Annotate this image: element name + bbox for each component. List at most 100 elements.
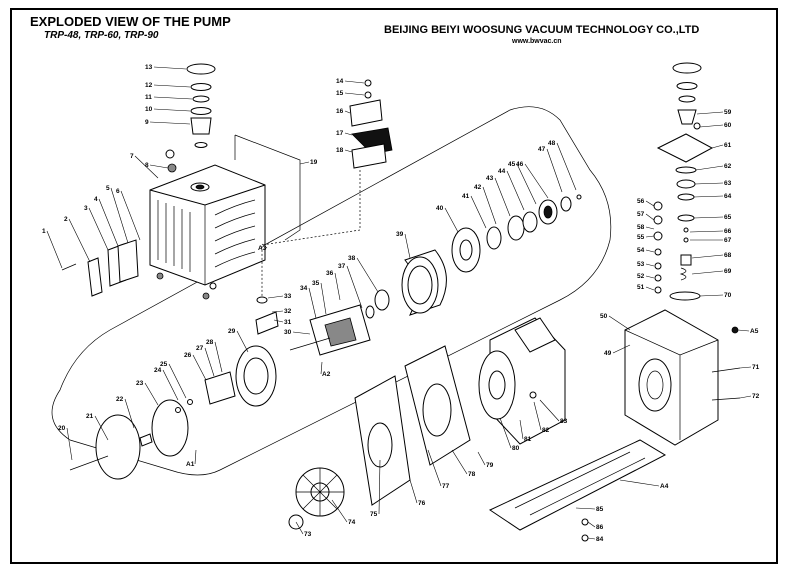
callout-label-28: 28 [206, 339, 214, 346]
callout-leader-30 [292, 331, 311, 335]
pump-casing-right [624, 309, 741, 446]
front-rotor-group [69, 345, 277, 480]
callout-label-16: 16 [336, 108, 344, 115]
callout-leader-33 [267, 295, 284, 299]
callout-label-68: 68 [724, 252, 732, 259]
callout-leader-60 [699, 124, 724, 128]
callout-label-29: 29 [228, 328, 236, 335]
callout-label-17: 17 [336, 130, 344, 137]
callout-leader-42 [482, 186, 497, 225]
callout-label-a5: A5 [750, 328, 759, 335]
callout-label-43: 43 [486, 175, 494, 182]
callout-leader-25 [168, 363, 187, 399]
callout-leader-a5 [737, 329, 750, 332]
washer-37 [365, 305, 375, 319]
washer-86 [581, 518, 589, 526]
callout-leader-20 [66, 427, 73, 461]
callout-leader-59 [696, 111, 724, 115]
cooling-fan [288, 467, 345, 530]
callout-leader-65 [693, 216, 724, 219]
callout-label-62: 62 [724, 163, 732, 170]
drawing-frame [10, 8, 778, 564]
callout-leader-82 [533, 401, 542, 431]
callout-label-78: 78 [468, 471, 476, 478]
callout-label-74: 74 [348, 519, 356, 526]
callout-label-34: 34 [300, 285, 308, 292]
callout-label-32: 32 [284, 308, 292, 315]
callout-label-71: 71 [752, 364, 760, 371]
cap-stack-right [653, 62, 714, 301]
callout-leader-86 [587, 521, 596, 528]
callout-leader-72 [739, 395, 752, 399]
callout-label-20: 20 [58, 425, 66, 432]
callout-leader-4 [98, 198, 119, 247]
callout-label-80: 80 [512, 445, 520, 452]
callout-leader-13 [153, 66, 187, 70]
callout-leader-83 [539, 399, 560, 422]
callout-leader-84 [587, 537, 596, 540]
callout-leader-70 [699, 294, 724, 297]
callout-label-19: 19 [310, 159, 318, 166]
callout-leader-a1 [194, 449, 197, 465]
callout-leader-62 [695, 165, 724, 171]
callout-leader-22 [124, 398, 135, 429]
callout-label-a2: A2 [322, 371, 331, 378]
bearing-36 [374, 289, 390, 311]
callout-leader-56 [645, 200, 655, 207]
callout-label-51: 51 [637, 284, 645, 291]
callout-leader-51 [645, 286, 655, 291]
callout-label-13: 13 [145, 64, 153, 71]
callout-leader-5 [110, 187, 129, 244]
callout-leader-74 [331, 499, 348, 523]
callout-label-73: 73 [304, 531, 312, 538]
callout-leader-58 [645, 226, 655, 230]
callout-label-41: 41 [462, 193, 470, 200]
callout-label-60: 60 [724, 122, 732, 129]
callout-label-31: 31 [284, 319, 292, 326]
callout-label-70: 70 [724, 292, 732, 299]
callout-label-49: 49 [604, 350, 612, 357]
callout-label-30: 30 [284, 329, 292, 336]
callout-label-63: 63 [724, 180, 732, 187]
valve-plate-parts [61, 239, 217, 300]
callout-leader-63 [694, 182, 724, 185]
callout-label-82: 82 [542, 427, 550, 434]
callout-label-14: 14 [336, 78, 344, 85]
callout-label-26: 26 [184, 352, 192, 359]
callout-leader-40 [444, 207, 459, 233]
callout-label-58: 58 [637, 224, 645, 231]
callout-label-36: 36 [326, 270, 334, 277]
callout-leader-57 [645, 213, 655, 221]
callout-label-10: 10 [145, 106, 153, 113]
callout-leader-54 [645, 249, 655, 253]
callout-label-3: 3 [84, 205, 88, 212]
callout-leader-64 [693, 195, 724, 198]
callout-label-81: 81 [524, 436, 532, 443]
callout-label-64: 64 [724, 193, 732, 200]
callout-label-86: 86 [596, 524, 604, 531]
callout-label-27: 27 [196, 345, 204, 352]
callout-label-56: 56 [637, 198, 645, 205]
callout-leader-15 [344, 92, 365, 96]
callout-leader-9 [149, 121, 191, 125]
callout-leader-41 [470, 195, 487, 229]
callout-leader-16 [344, 110, 351, 114]
callout-label-75: 75 [370, 511, 378, 518]
callout-leader-12 [153, 84, 191, 88]
callout-leader-38 [356, 257, 379, 293]
callout-leader-71 [739, 366, 752, 369]
callout-label-50: 50 [600, 313, 608, 320]
callout-label-72: 72 [752, 393, 760, 400]
callout-leader-21 [94, 415, 109, 441]
callout-label-40: 40 [436, 205, 444, 212]
callout-leader-19 [299, 161, 310, 165]
callout-label-57: 57 [637, 211, 645, 218]
callout-leader-44 [506, 170, 525, 211]
callout-leader-a4 [619, 479, 660, 487]
callout-label-4: 4 [94, 196, 98, 203]
callout-label-67: 67 [724, 237, 732, 244]
callout-leader-34 [308, 287, 317, 319]
callout-label-52: 52 [637, 273, 645, 280]
